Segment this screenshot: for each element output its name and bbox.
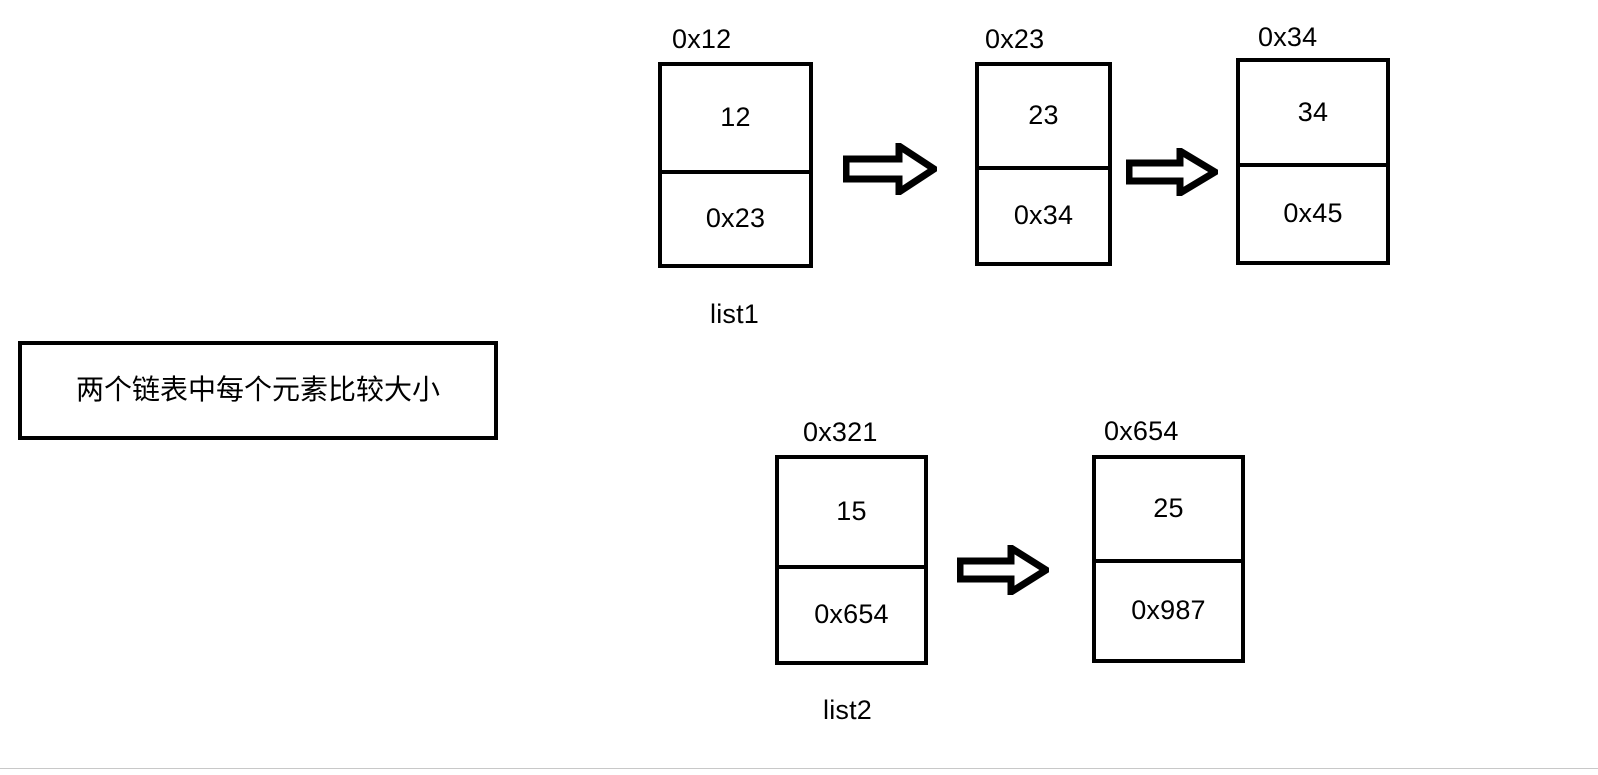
list2-node-0: 15 0x654: [775, 455, 928, 665]
list2-label: list2: [823, 695, 873, 725]
node-address-label: 0x321: [803, 417, 878, 447]
node-next-cell: 0x34: [979, 169, 1108, 262]
node-data-cell: 23: [979, 66, 1108, 170]
note-box: 两个链表中每个元素比较大小: [18, 341, 498, 440]
node-address-label: 0x654: [1104, 416, 1179, 446]
node-data-cell: 34: [1240, 62, 1386, 167]
arrow-right-icon: [1126, 148, 1218, 196]
bottom-divider: [0, 768, 1598, 769]
node-data-cell: 25: [1096, 459, 1241, 563]
node-data-cell: 15: [779, 459, 924, 569]
arrow-right-icon: [843, 143, 937, 195]
arrow-right-icon: [957, 545, 1049, 595]
node-address-label: 0x23: [985, 24, 1045, 54]
list2-node-1: 25 0x987: [1092, 455, 1245, 663]
list1-node-0: 12 0x23: [658, 62, 813, 268]
list1-label: list1: [710, 299, 760, 329]
list1-node-1: 23 0x34: [975, 62, 1112, 266]
note-text: 两个链表中每个元素比较大小: [75, 373, 440, 407]
node-next-cell: 0x23: [662, 173, 809, 264]
node-next-cell: 0x987: [1096, 562, 1241, 659]
node-next-cell: 0x45: [1240, 166, 1386, 261]
node-data-cell: 12: [662, 66, 809, 174]
node-next-cell: 0x654: [779, 568, 924, 661]
node-address-label: 0x12: [672, 24, 732, 54]
node-address-label: 0x34: [1258, 22, 1318, 52]
list1-node-2: 34 0x45: [1236, 58, 1390, 265]
